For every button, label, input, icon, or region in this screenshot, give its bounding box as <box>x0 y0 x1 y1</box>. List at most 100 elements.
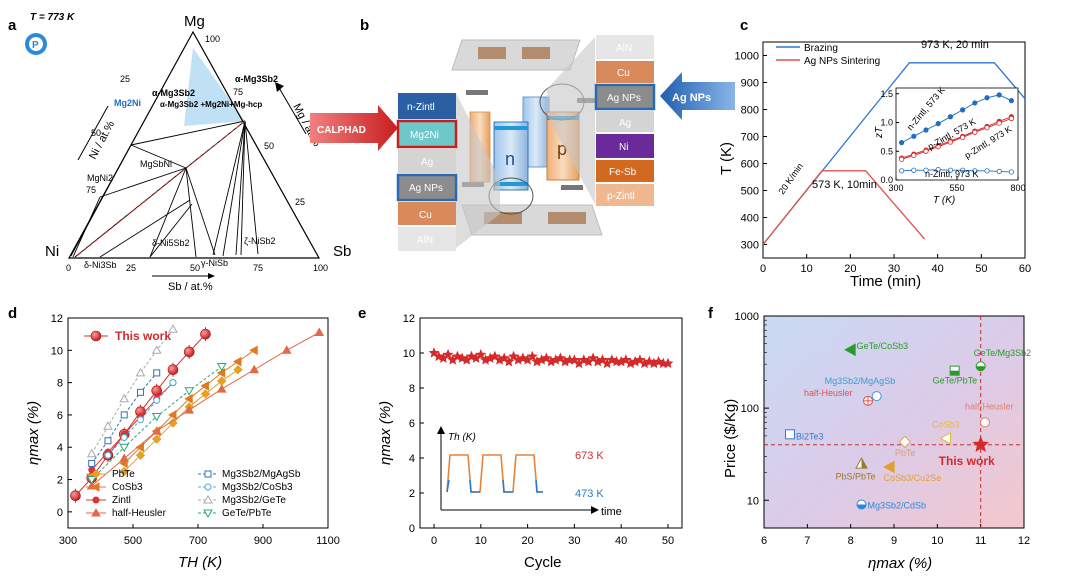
c-ytick-label: 300 <box>741 240 759 252</box>
ci-point <box>923 148 929 154</box>
d-point <box>153 369 161 377</box>
text-n-zintl: n-Zintl <box>407 102 435 113</box>
tick-r-50: 50 <box>264 141 274 151</box>
d-point <box>233 364 243 375</box>
d-ytick-label: 6 <box>57 410 63 422</box>
f-point-label: This work <box>939 454 995 468</box>
text-ag-nps-left: Ag NPs <box>409 183 443 194</box>
f-ytick-label: 100 <box>741 403 759 415</box>
annot-973: 973 K, 20 min <box>921 39 989 51</box>
c-xtick-label: 30 <box>888 263 900 275</box>
top-cu-pad-right <box>522 47 550 59</box>
d-point <box>169 379 177 387</box>
d-point <box>200 389 211 399</box>
f-xtick-label: 11 <box>975 535 986 547</box>
left-layer-stack: n-Zintl Mg2Ni Ag Ag NPs Cu AlN <box>396 93 458 251</box>
ci-series-3 <box>901 169 1012 173</box>
ci-point <box>899 168 905 174</box>
layer-ag-left <box>398 149 456 173</box>
d-ytick-label: 0 <box>57 507 63 519</box>
axis-mg-arrowhead <box>275 82 284 92</box>
ci-point <box>935 144 941 150</box>
n-leg-top-layer <box>494 126 528 130</box>
text-aln-right: AlN <box>616 43 632 54</box>
text-ag-nps-right: Ag NPs <box>607 93 641 104</box>
legend-marker <box>203 494 213 504</box>
e-xtick-label: 20 <box>521 535 533 547</box>
label-delta-ni5sb2: δ-Ni5Sb2 <box>152 238 190 248</box>
legend-marker <box>91 469 101 479</box>
ci-xtick-label: 800 <box>1010 183 1025 193</box>
d-point <box>119 466 129 477</box>
d-point <box>120 411 128 419</box>
axis-ni: Ni / at.% <box>87 119 117 162</box>
f-point-label: GeTe/Mg3Sb2 <box>974 348 1032 358</box>
ci-point <box>984 168 990 174</box>
label-gamma-nisb: γ-NiSb <box>201 258 228 268</box>
d-ytick-label: 2 <box>57 475 63 487</box>
text-aln-left: AlN <box>417 235 433 246</box>
d-point <box>216 368 226 378</box>
e-ytick-label: 10 <box>403 348 415 360</box>
e-ytick-label: 2 <box>409 488 415 500</box>
legend-marker <box>204 483 212 491</box>
tick-l-50: 50 <box>91 128 101 138</box>
ci-ytick-label: 1.5 <box>880 89 893 99</box>
corner-sb: Sb <box>333 243 351 260</box>
chart-f-xlabel: ηmax (%) <box>868 555 932 572</box>
d-point <box>200 380 209 391</box>
annot-573: 573 K, 10min <box>812 179 877 191</box>
d-xtick-label: 700 <box>189 535 207 547</box>
right-layer-stack: AlN Cu Ag NPs Ag Ni Fe-Sb p-Zintl <box>594 35 656 206</box>
legend-zintl: Zintl <box>112 495 131 506</box>
c-xtick-label: 50 <box>975 263 987 275</box>
zoom-cone-right <box>547 37 595 204</box>
f-point-label: PbTe <box>895 448 916 458</box>
text-ag-left: Ag <box>421 157 433 168</box>
chart-f-ylabel: Price ($/Kg) <box>722 399 739 478</box>
f-point-half <box>976 366 986 371</box>
c-ytick-label: 700 <box>741 132 759 144</box>
logo-icon: P <box>25 33 47 55</box>
ci-point <box>1008 115 1015 122</box>
f-point-cross <box>863 396 873 406</box>
axis-sb: Sb / at.% <box>168 281 213 293</box>
d-point <box>216 362 227 372</box>
panel-label-f: f <box>708 305 714 322</box>
inset-c-lines <box>899 92 1015 175</box>
tick-l-75: 75 <box>86 185 96 195</box>
calphad-label: CALPHAD <box>317 125 366 136</box>
legend-this-work-marker <box>90 330 102 342</box>
tie-lines <box>70 120 259 258</box>
text-fe-sb: Fe-Sb <box>609 167 637 178</box>
layer-ni <box>596 134 654 158</box>
layer-n-zintl <box>398 93 456 119</box>
d-series-4 <box>91 332 320 487</box>
c-xtick-label: 0 <box>760 263 766 275</box>
c-xtick-label: 60 <box>1019 263 1031 275</box>
f-point <box>939 431 951 445</box>
d-ytick-label: 12 <box>51 313 63 325</box>
d-point <box>136 416 144 424</box>
d-ytick-label: 8 <box>57 378 63 390</box>
tick-top-100: 100 <box>205 34 220 44</box>
d-series-7 <box>91 328 174 454</box>
f-xtick-label: 7 <box>804 535 810 547</box>
text-cu-right: Cu <box>617 68 630 79</box>
panel-a: a T = 773 K P Mg <box>8 12 351 293</box>
d-point <box>88 459 96 467</box>
legend-half-heusler: half-Heusler <box>112 508 167 519</box>
p-leg-label: p <box>557 139 567 159</box>
chart-d-xlabel: TH (K) <box>178 554 222 571</box>
legend-this-work: This work <box>115 329 171 343</box>
axis-mg-arrow <box>277 85 307 135</box>
panel-label-d: d <box>8 305 17 322</box>
d-point <box>249 364 260 374</box>
layer-cu-left <box>398 202 456 225</box>
calphad-arrow <box>310 105 398 151</box>
d-point-this-work <box>183 346 195 358</box>
